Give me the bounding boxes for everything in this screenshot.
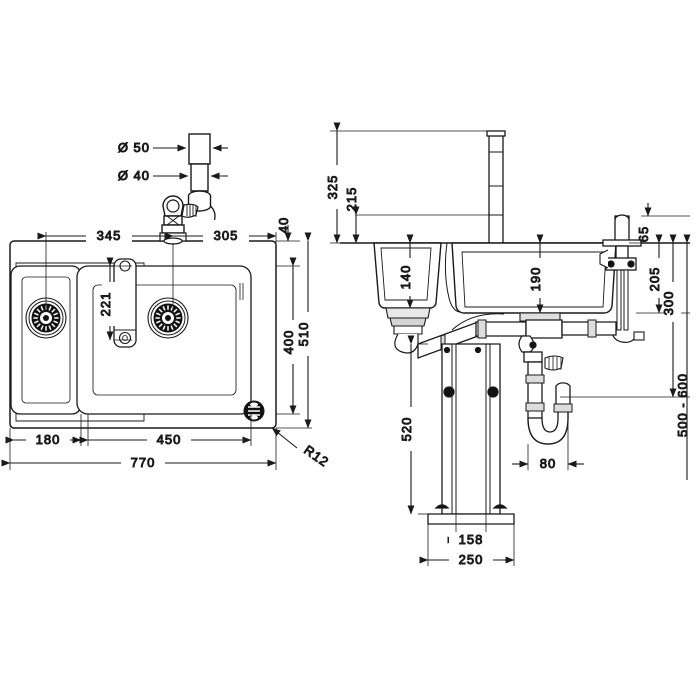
support-pedestal [427, 343, 515, 525]
dim-300 [665, 234, 681, 398]
dim-158-label: 158 [459, 532, 484, 547]
dim-158 [447, 532, 493, 548]
pipe-fitting-detail [161, 133, 216, 243]
dim-180 [5, 432, 82, 448]
dim-221-label: 221 [98, 292, 113, 317]
dim-250-label: 250 [459, 552, 484, 567]
dim-305-label: 305 [214, 228, 239, 243]
dim-r12 [271, 427, 298, 449]
dim-400 [285, 257, 301, 415]
dim-dia50-label: Ø 50 [118, 140, 150, 155]
dim-221 [102, 257, 118, 341]
dim-40-label: 40 [276, 217, 291, 233]
dim-520-label: 520 [399, 417, 414, 442]
dim-205-label: 205 [647, 267, 662, 292]
dim-770-label: 770 [131, 455, 156, 470]
valve-assembly-elevation [599, 214, 645, 343]
dim-305 [164, 228, 277, 244]
dim-300-label: 300 [661, 291, 676, 316]
dim-500-600-label: 500 - 600 [675, 373, 690, 437]
dim-510 [300, 232, 316, 429]
side-elevation-view: 325 215 140 190 65 [325, 122, 691, 568]
dim-140 [402, 234, 418, 309]
dim-510-label: 510 [296, 322, 311, 347]
dim-450-label: 450 [157, 432, 182, 447]
dim-400-label: 400 [281, 330, 296, 355]
dim-180-label: 180 [36, 432, 61, 447]
dim-450 [79, 432, 252, 448]
dim-80-label: 80 [540, 456, 556, 471]
drain-strainer-right [147, 297, 189, 339]
dim-770 [1, 455, 277, 471]
dim-140-label: 140 [398, 265, 413, 290]
dim-345 [37, 228, 174, 244]
faucet-elevation [486, 130, 506, 244]
dim-520 [403, 335, 419, 515]
dim-250 [419, 552, 515, 568]
dim-325 [329, 122, 345, 244]
dim-205 [651, 234, 667, 314]
faucet-base-plan [159, 232, 187, 245]
dim-190-label: 190 [528, 267, 543, 292]
dim-215-label: 215 [344, 187, 359, 212]
dim-325-label: 325 [325, 175, 340, 200]
drainboard-lines [239, 283, 244, 300]
dim-dia40-label: Ø 40 [118, 168, 150, 183]
dim-190 [532, 234, 548, 314]
p-trap-siphon [525, 355, 573, 445]
faucet-plan [113, 258, 137, 348]
elevation-dimensions: 325 215 140 190 65 [325, 122, 691, 568]
overflow-outlet [243, 400, 265, 422]
dim-345-label: 345 [97, 228, 122, 243]
dim-65-label: 65 [636, 226, 651, 242]
